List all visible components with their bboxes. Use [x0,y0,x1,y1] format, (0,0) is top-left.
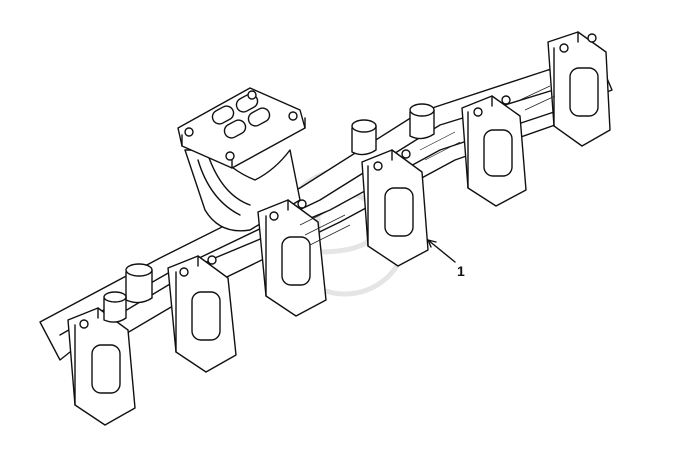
callout-1: 1 [427,239,465,279]
turbo-flange [177,87,306,169]
shading [299,85,556,246]
port-flange-5 [461,95,527,207]
port-flange-4 [361,149,429,267]
port-flange-1 [67,307,136,426]
bolt-bosses [103,103,435,323]
port-flange-3 [257,199,327,317]
port-flange-6 [547,31,611,147]
callout-number: 1 [457,263,465,279]
exhaust-manifold [39,31,613,426]
port-flange-2 [167,255,237,373]
